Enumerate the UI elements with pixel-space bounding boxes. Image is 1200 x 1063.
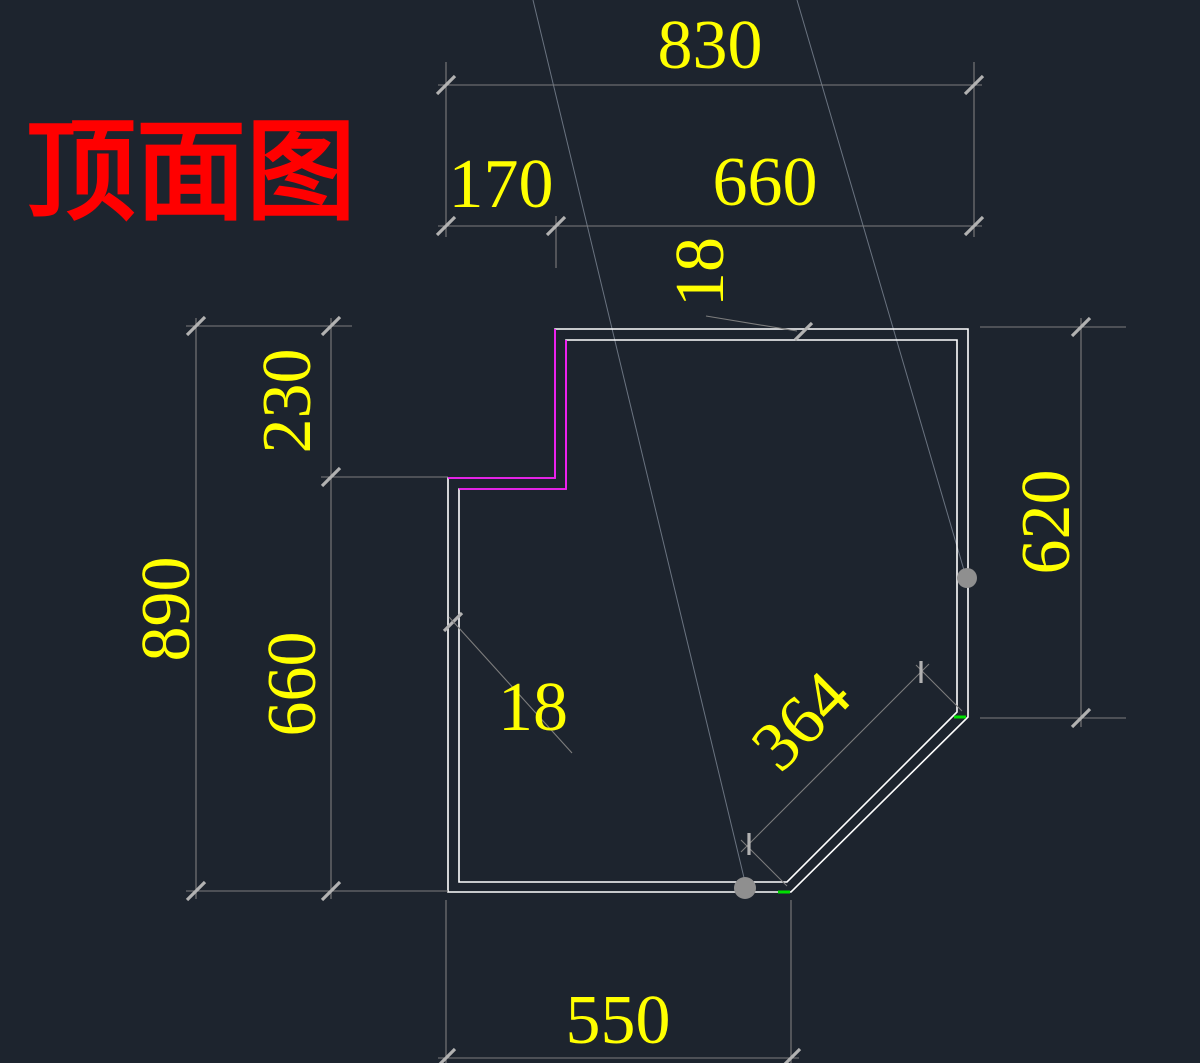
extension-line	[915, 664, 963, 712]
dimension-tick	[783, 1047, 802, 1063]
dimension-tick	[1070, 316, 1092, 338]
dimension-tick	[185, 315, 207, 337]
dim-18-side-text[interactable]: 18	[498, 669, 568, 746]
dim-890-text[interactable]: 890	[128, 557, 205, 662]
dimension-tick	[320, 466, 342, 488]
dim-side-thickness[interactable]: 18	[442, 611, 573, 754]
dimension-tick	[320, 880, 342, 902]
dim-230-text[interactable]: 230	[249, 349, 326, 454]
dim-18-top-text[interactable]: 18	[662, 237, 739, 307]
construction-line-left	[532, 0, 747, 887]
dimension-tick	[545, 215, 567, 237]
panel-outer-edge	[447, 328, 969, 893]
construction-lines[interactable]	[532, 0, 967, 887]
drawing-title[interactable]: 顶面图	[26, 112, 356, 234]
dim-620-text[interactable]: 620	[1008, 470, 1085, 575]
dim-170-text[interactable]: 170	[449, 146, 554, 223]
dimension-tick	[793, 321, 814, 342]
dim-left-total[interactable]: 890	[128, 315, 448, 902]
dimension-tick	[963, 215, 985, 237]
node-dot-right	[957, 568, 977, 588]
panel-outline[interactable]	[447, 328, 969, 893]
dim-bottom-width[interactable]: 550	[437, 900, 802, 1063]
dim-top-thickness[interactable]: 18	[662, 237, 814, 342]
dimension-tick	[435, 215, 457, 237]
dimension-tick	[185, 880, 207, 902]
node-dots[interactable]	[734, 568, 977, 899]
dim-chamfer[interactable]: 364	[737, 657, 963, 887]
step-outer-highlight	[448, 329, 556, 479]
dimension-tick	[435, 74, 457, 96]
leader-line	[705, 315, 798, 332]
dimension-tick	[320, 315, 342, 337]
dim-660-top-text[interactable]: 660	[713, 144, 818, 221]
step-inner-highlight	[459, 340, 567, 490]
construction-line-right	[796, 0, 967, 578]
dimension-tick	[438, 1047, 457, 1063]
dim-830-text[interactable]: 830	[658, 7, 763, 84]
dim-364-text[interactable]: 364	[737, 657, 866, 786]
dim-550-text[interactable]: 550	[566, 982, 671, 1059]
dim-right-height[interactable]: 620	[980, 316, 1126, 729]
dim-top-segments[interactable]: 170 660	[435, 144, 985, 268]
dim-left-segments[interactable]: 230 660	[249, 315, 448, 902]
node-dot-bottom	[734, 877, 756, 899]
dimension-tick	[963, 74, 985, 96]
dimension-line	[740, 663, 930, 853]
dim-660-left-text[interactable]: 660	[254, 632, 331, 737]
dim-top-total[interactable]: 830	[435, 7, 985, 237]
step-highlight[interactable]	[448, 329, 567, 490]
dimension-tick	[1070, 707, 1092, 729]
endpoint-markers[interactable]	[778, 715, 966, 894]
leader-line	[448, 616, 573, 754]
